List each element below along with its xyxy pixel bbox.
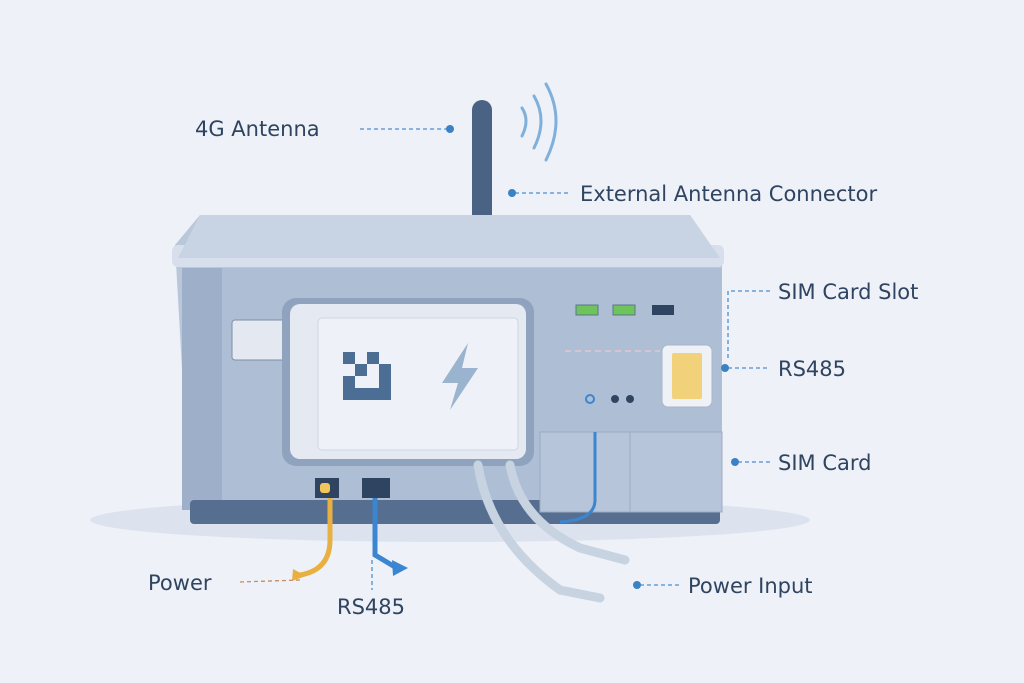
label-sim-card: SIM Card xyxy=(778,451,871,475)
rs485-wire xyxy=(372,498,397,570)
label-sim-card-slot: SIM Card Slot xyxy=(778,280,918,304)
label-rs485-bottom: RS485 xyxy=(337,595,405,619)
label-power-input: Power Input xyxy=(688,574,813,598)
rs485-port xyxy=(362,478,390,498)
power-input-cables xyxy=(473,460,630,603)
sim-card xyxy=(661,344,713,408)
label-power: Power xyxy=(148,571,212,595)
status-leds xyxy=(575,304,674,316)
port-indicator xyxy=(585,394,595,404)
signal-waves-icon xyxy=(520,82,558,162)
label-external-antenna-connector: External Antenna Connector xyxy=(580,182,877,206)
label-rs485-right: RS485 xyxy=(778,357,846,381)
power-wire xyxy=(299,498,333,578)
front-panel xyxy=(282,298,534,466)
label-4g-antenna: 4G Antenna xyxy=(195,117,320,141)
logo-icon xyxy=(343,352,391,400)
lightning-icon xyxy=(442,343,478,410)
